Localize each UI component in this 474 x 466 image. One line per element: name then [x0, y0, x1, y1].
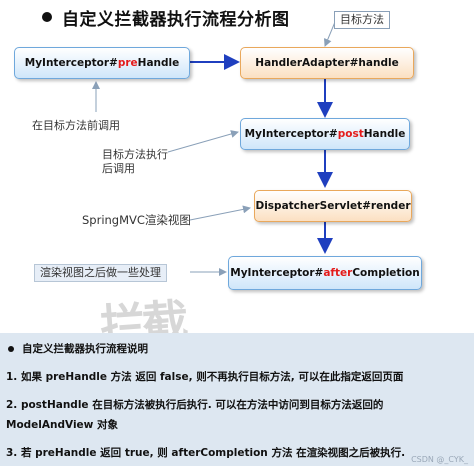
bullet-icon — [42, 12, 52, 22]
explanation-line-3: 3. 若 preHandle 返回 true, 则 afterCompletio… — [6, 447, 406, 459]
title-text: 自定义拦截器执行流程分析图 — [62, 9, 290, 30]
bullet-icon — [8, 345, 14, 352]
explanation-line-2-cont: ModelAndView 对象 — [6, 419, 119, 431]
source-watermark: CSDN @_CYK_ — [411, 455, 468, 464]
note-pre-call: 在目标方法前调用 — [32, 119, 120, 132]
box-handleradapter: HandlerAdapter#handle — [240, 47, 414, 79]
box-render: DispatcherServlet#render — [254, 190, 412, 222]
highlight-post: post — [337, 128, 364, 140]
explanation-line-1: 1. 如果 preHandle 方法 返回 false, 则不再执行目标方法, … — [6, 371, 404, 383]
note-target-method: 目标方法 — [334, 11, 390, 29]
explanation-line-2: 2. postHandle 在目标方法被执行后执行. 可以在方法中访问到目标方法… — [6, 399, 384, 411]
explanation-panel: 自定义拦截器执行流程说明 1. 如果 preHandle 方法 返回 false… — [0, 333, 474, 466]
explanation-heading: 自定义拦截器执行流程说明 — [6, 341, 148, 356]
note-post-call: 目标方法执行 后调用 — [102, 148, 168, 175]
note-after-render: 渲染视图之后做一些处理 — [34, 264, 167, 282]
flow-arrows — [92, 21, 336, 276]
pointer-target — [324, 21, 336, 47]
pointer-post — [167, 130, 239, 153]
highlight-pre: pre — [117, 57, 138, 69]
highlight-after: after — [323, 267, 353, 279]
pointer-render — [189, 205, 251, 221]
note-render: SpringMVC渲染视图 — [82, 213, 191, 227]
diagram-title: 自定义拦截器执行流程分析图 — [42, 4, 290, 30]
